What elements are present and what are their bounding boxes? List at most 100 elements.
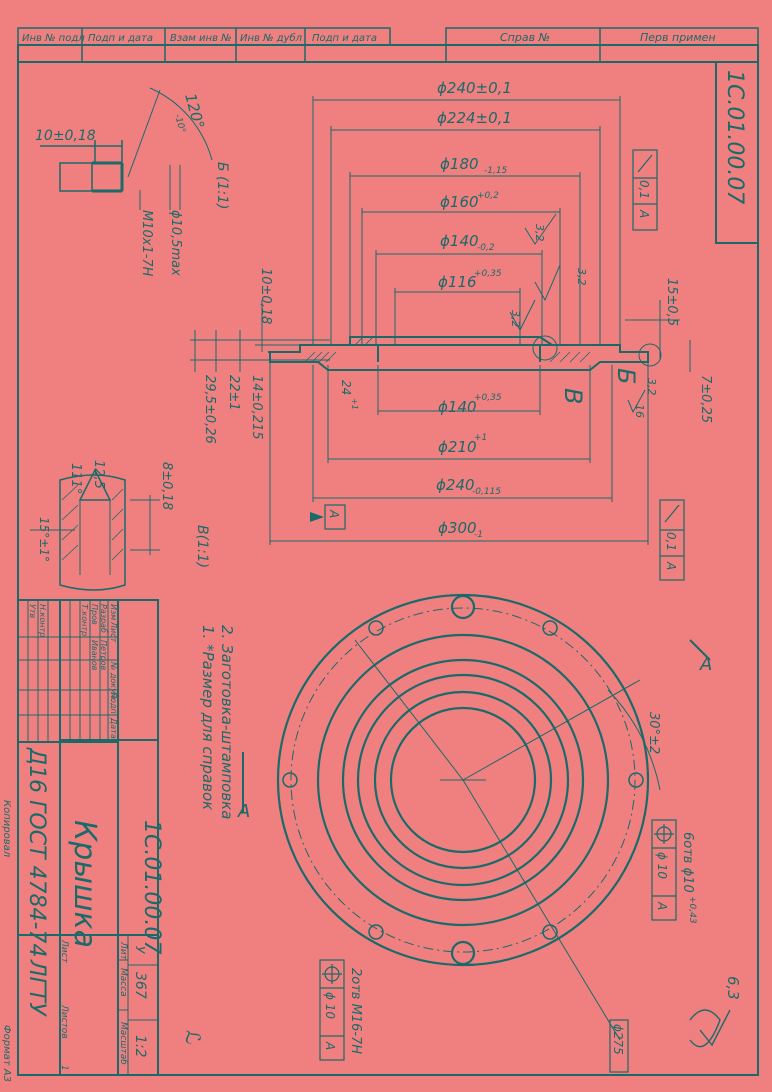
header-cell-5: Подп и дата — [312, 33, 377, 44]
dim-h10b: 10±0,18 — [258, 268, 273, 324]
datum-A-label: A — [327, 509, 341, 518]
header-cell-1: Инв № подл — [22, 33, 85, 44]
dim-d180-tol: -1,15 — [484, 166, 508, 176]
dim-d240bot: ϕ240 — [436, 476, 475, 494]
dim-d300-tol: -1 — [474, 530, 483, 540]
holes6-tol: +0,43 — [687, 896, 697, 924]
label-b11: Б (1:1) — [214, 162, 230, 210]
bolt-circle — [290, 607, 636, 953]
tb-razrab-name: Петров — [99, 640, 108, 671]
holes6: 6отв ϕ10 — [680, 832, 695, 893]
dim-d275: ϕ275 — [611, 1024, 625, 1055]
tb-col-lit: Лит — [118, 941, 128, 961]
pos2-a: A — [323, 1041, 337, 1050]
tb-material: Д16 ГОСТ 4784-74 — [24, 747, 49, 957]
tb-row-podp: Подп — [109, 692, 118, 714]
dim-d240bot-tol: -0,115 — [472, 487, 501, 497]
dim-d160-tol: +0,2 — [477, 191, 499, 201]
dim-h24-tol: +1 — [350, 398, 359, 410]
footer-copied: Копировал — [1, 800, 12, 858]
tb-col-mass: Масса — [118, 968, 128, 997]
gdt-frame-top — [632, 149, 658, 231]
threaded-holes — [450, 594, 476, 966]
tb-prov-name: Иванов — [90, 640, 99, 671]
pos1-d: ϕ 10 — [655, 852, 669, 879]
pos-frame-2 — [319, 959, 345, 1061]
tb-col-scale: Масштаб — [118, 1022, 128, 1065]
dim-h10a: 10±0,18 — [35, 128, 96, 144]
section-hatching — [304, 336, 591, 363]
tb-tkontr: Т.контр — [80, 604, 89, 636]
dim-d116-tol: +0,35 — [474, 269, 502, 279]
header-cell-sprav: Справ № — [500, 31, 550, 44]
header-cell-3: Взам инв № — [170, 33, 232, 44]
detail-v-hatch — [61, 484, 124, 561]
dim-m10: M10x1-7H — [139, 210, 154, 277]
ang-30: 30°±2 — [646, 712, 661, 754]
tb-row-data: Дата — [109, 717, 118, 739]
tb-row-list: Лист — [109, 621, 118, 643]
tb-lit-val: У — [133, 946, 147, 954]
dim-d160: ϕ160 — [440, 193, 479, 211]
dim-d140top-tol: -0,2 — [477, 243, 495, 253]
cut-a-bottom: A — [237, 801, 250, 822]
pos-frame-1 — [651, 819, 677, 921]
detail-b-circle — [638, 343, 662, 367]
dim-d116: ϕ116 — [438, 273, 477, 291]
dim-d210: ϕ210 — [438, 438, 477, 456]
detail-v-circle — [532, 335, 558, 361]
dim-d210-tol: +1 — [474, 433, 487, 443]
tol-01b: 0,1 — [664, 532, 678, 551]
general-roughness — [689, 1009, 731, 1048]
section-label-b: Б — [612, 368, 640, 384]
title-block — [17, 599, 159, 1076]
dim-h14: 14±0,215 — [249, 375, 264, 440]
dim-h295: 29,5±0,26 — [202, 375, 217, 444]
title-block-grid — [18, 600, 158, 1075]
rough-32d: 3,2 — [645, 378, 658, 396]
detail-b — [40, 87, 213, 210]
tb-code: 1С.01.00.07 — [139, 820, 164, 954]
dim-h24: 24 — [339, 380, 353, 395]
dim-h15: 15±0,5 — [664, 278, 679, 326]
dim-d10max: ϕ10,5max — [168, 210, 183, 276]
rough-16: 16 — [633, 404, 646, 418]
note-1: 1. *Размер для справок — [199, 625, 217, 810]
tb-nkontr: Н.контр — [38, 604, 47, 637]
section-label-v: В — [559, 388, 587, 404]
datum-A — [310, 504, 346, 530]
signature-mark: ℒ — [181, 1030, 205, 1044]
dim-d8: 8±0,18 — [159, 462, 174, 510]
note-2: 2. Заготовка-штамповка — [218, 625, 236, 819]
tb-razrab: Разраб — [99, 604, 108, 633]
label-v11: В(1:1) — [194, 525, 210, 568]
tb-prov: Пров — [90, 604, 99, 625]
tol-01a: 0,1 — [637, 180, 651, 199]
tb-sheets-val: 1 — [59, 1065, 69, 1071]
rough-63: 6,3 — [724, 976, 742, 1000]
dim-h22: 22±1 — [226, 375, 241, 411]
tb-name: Крышка — [67, 820, 102, 948]
ang-111: 111° — [68, 463, 83, 494]
detail-v — [30, 468, 160, 591]
dim-d180: ϕ180 — [440, 155, 479, 173]
rough-125: 12,5 — [91, 460, 106, 489]
tb-row-izm: Изм — [109, 604, 118, 620]
rough-32a: 3,2 — [533, 224, 546, 242]
doc-code-rotated: 1С.01.00.07 — [722, 70, 747, 204]
dim-d224: ϕ224±0,1 — [437, 109, 512, 127]
plan-center-lines — [242, 639, 711, 1041]
tb-org: ЛГТУ — [24, 959, 49, 1017]
section-profile — [268, 336, 649, 371]
rough-32b: 3,2 — [575, 268, 588, 286]
dim-d140top: ϕ140 — [440, 232, 479, 250]
code-box — [715, 62, 758, 244]
dim-h7: 7±0,25 — [698, 375, 713, 423]
header-strip — [17, 27, 759, 62]
pos1-a: A — [655, 901, 669, 910]
tol-Aa: A — [637, 209, 651, 218]
dim-d140bot-tol: +0,35 — [474, 393, 502, 403]
tb-sheet-lbl: Лист — [59, 939, 69, 964]
header-cell-perv: Перв примен — [640, 31, 716, 44]
